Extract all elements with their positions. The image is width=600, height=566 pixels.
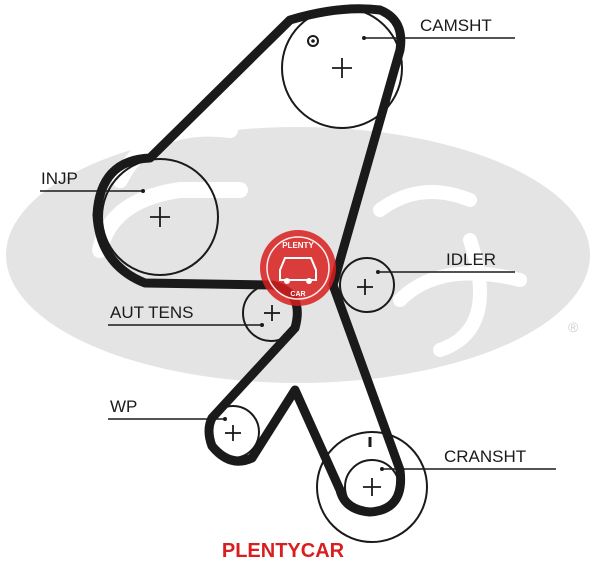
label-cransht: CRANSHT (444, 447, 526, 466)
crankshaft-center-icon (363, 478, 381, 496)
idler-pulley (339, 257, 395, 313)
label-aut-tens: AUT TENS (110, 303, 193, 322)
camshaft-timing-mark (307, 35, 319, 47)
injp-center-icon (150, 207, 170, 227)
badge-text-top: PLENTY (282, 241, 314, 250)
logo-registered-mark: ® (568, 319, 579, 335)
badge-circle (260, 230, 336, 306)
crankshaft-outer-pulley (316, 431, 428, 543)
leader-lines (40, 36, 556, 471)
camshaft-center-icon (332, 58, 352, 78)
label-injp: INJP (41, 169, 78, 188)
footer-brand: PLENTYCAR (222, 540, 345, 562)
idler-center-icon (357, 279, 373, 295)
badge-text-bottom: CAR (290, 291, 305, 298)
label-wp: WP (110, 397, 137, 416)
tensioner-center-icon (264, 305, 280, 321)
plentycar-badge: PLENTY CAR (260, 230, 336, 306)
center-marks (150, 58, 381, 496)
camshaft-timing-dot (311, 39, 315, 43)
injection-pump-pulley (101, 158, 219, 276)
wp-center-icon (225, 425, 241, 441)
logo-letters (373, 185, 527, 357)
timing-belt (92, 4, 406, 517)
label-camsht: CAMSHT (420, 16, 492, 35)
car-icon (279, 257, 317, 281)
label-idler: IDLER (446, 250, 496, 269)
